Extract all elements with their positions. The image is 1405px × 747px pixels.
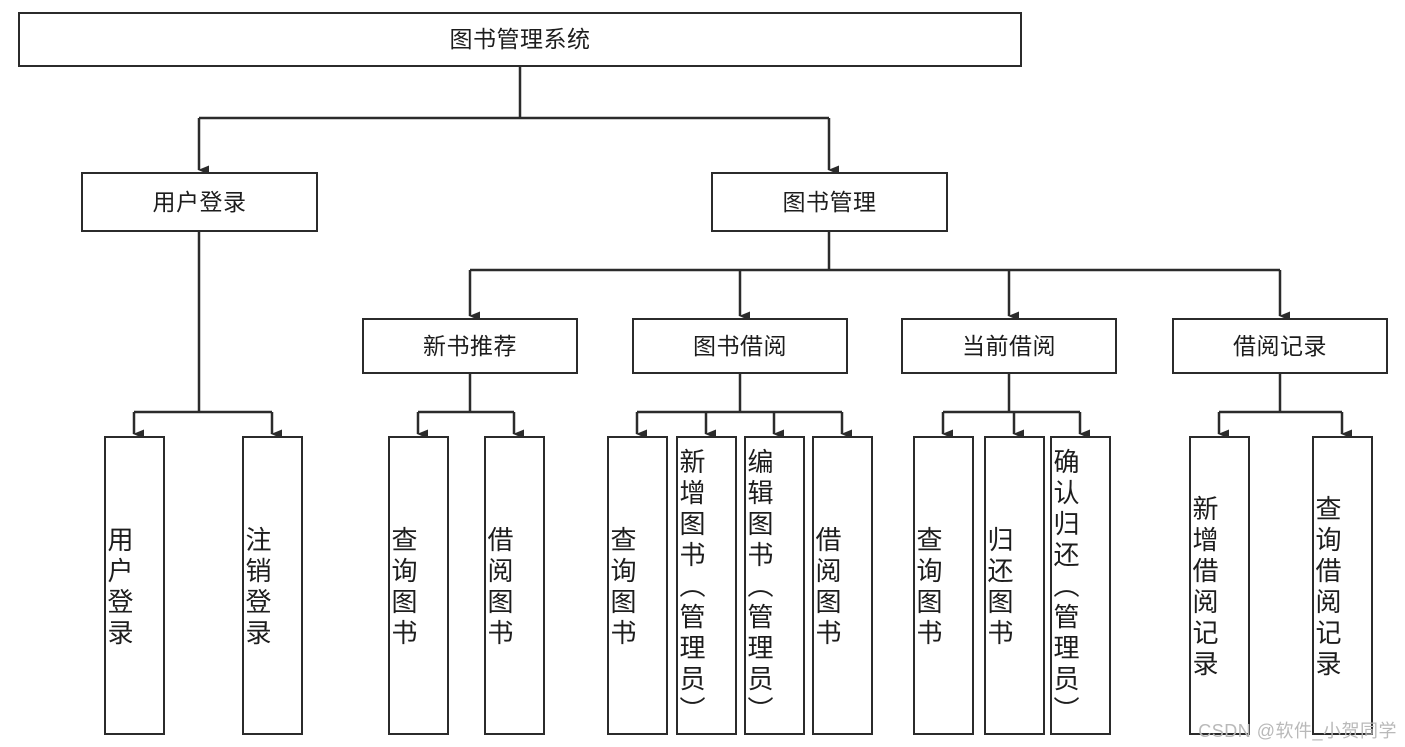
node-leaf-query-book-2-label: 查询图书 bbox=[607, 525, 637, 650]
node-leaf-add-record-label: 新增借阅记录 bbox=[1189, 494, 1219, 681]
node-book-borrow-label: 图书借阅 bbox=[693, 332, 787, 359]
node-book-manage-label: 图书管理 bbox=[782, 188, 877, 215]
node-leaf-logout-login[interactable]: 注销登录 bbox=[242, 436, 303, 735]
node-user-login-label: 用户登录 bbox=[152, 188, 247, 215]
node-leaf-query-book-3[interactable]: 查询图书 bbox=[913, 436, 974, 735]
node-leaf-return-book-label: 归还图书 bbox=[984, 525, 1014, 650]
node-borrow-record[interactable]: 借阅记录 bbox=[1172, 318, 1388, 374]
node-leaf-query-record-label: 查询借阅记录 bbox=[1312, 494, 1342, 681]
node-leaf-edit-book-label: 编辑图书（管理员） bbox=[744, 448, 774, 727]
node-leaf-query-book-2[interactable]: 查询图书 bbox=[607, 436, 668, 735]
node-leaf-add-book-label: 新增图书（管理员） bbox=[676, 448, 706, 727]
node-borrow-record-label: 借阅记录 bbox=[1233, 332, 1327, 359]
node-new-book-recommend[interactable]: 新书推荐 bbox=[362, 318, 578, 374]
node-leaf-query-record[interactable]: 查询借阅记录 bbox=[1312, 436, 1373, 735]
node-book-borrow[interactable]: 图书借阅 bbox=[632, 318, 848, 374]
node-leaf-borrow-book-1[interactable]: 借阅图书 bbox=[484, 436, 545, 735]
node-leaf-confirm-return-label: 确认归还（管理员） bbox=[1050, 448, 1080, 727]
node-leaf-user-login[interactable]: 用户登录 bbox=[104, 436, 165, 735]
node-current-borrow-label: 当前借阅 bbox=[962, 332, 1056, 359]
node-book-manage[interactable]: 图书管理 bbox=[711, 172, 948, 232]
node-user-login[interactable]: 用户登录 bbox=[81, 172, 318, 232]
node-leaf-query-book-3-label: 查询图书 bbox=[913, 525, 943, 650]
node-leaf-borrow-book-2-label: 借阅图书 bbox=[812, 525, 842, 650]
node-new-book-recommend-label: 新书推荐 bbox=[423, 332, 517, 359]
node-leaf-edit-book[interactable]: 编辑图书（管理员） bbox=[744, 436, 805, 735]
node-root[interactable]: 图书管理系统 bbox=[18, 12, 1022, 67]
node-leaf-user-login-label: 用户登录 bbox=[104, 525, 134, 650]
node-leaf-add-record[interactable]: 新增借阅记录 bbox=[1189, 436, 1250, 735]
node-leaf-confirm-return[interactable]: 确认归还（管理员） bbox=[1050, 436, 1111, 735]
node-leaf-return-book[interactable]: 归还图书 bbox=[984, 436, 1045, 735]
node-root-label: 图书管理系统 bbox=[449, 26, 591, 53]
node-leaf-logout-login-label: 注销登录 bbox=[242, 525, 272, 650]
node-leaf-borrow-book-1-label: 借阅图书 bbox=[484, 525, 514, 650]
node-leaf-query-book-1-label: 查询图书 bbox=[388, 525, 418, 650]
node-current-borrow[interactable]: 当前借阅 bbox=[901, 318, 1117, 374]
node-leaf-add-book[interactable]: 新增图书（管理员） bbox=[676, 436, 737, 735]
node-leaf-query-book-1[interactable]: 查询图书 bbox=[388, 436, 449, 735]
node-leaf-borrow-book-2[interactable]: 借阅图书 bbox=[812, 436, 873, 735]
